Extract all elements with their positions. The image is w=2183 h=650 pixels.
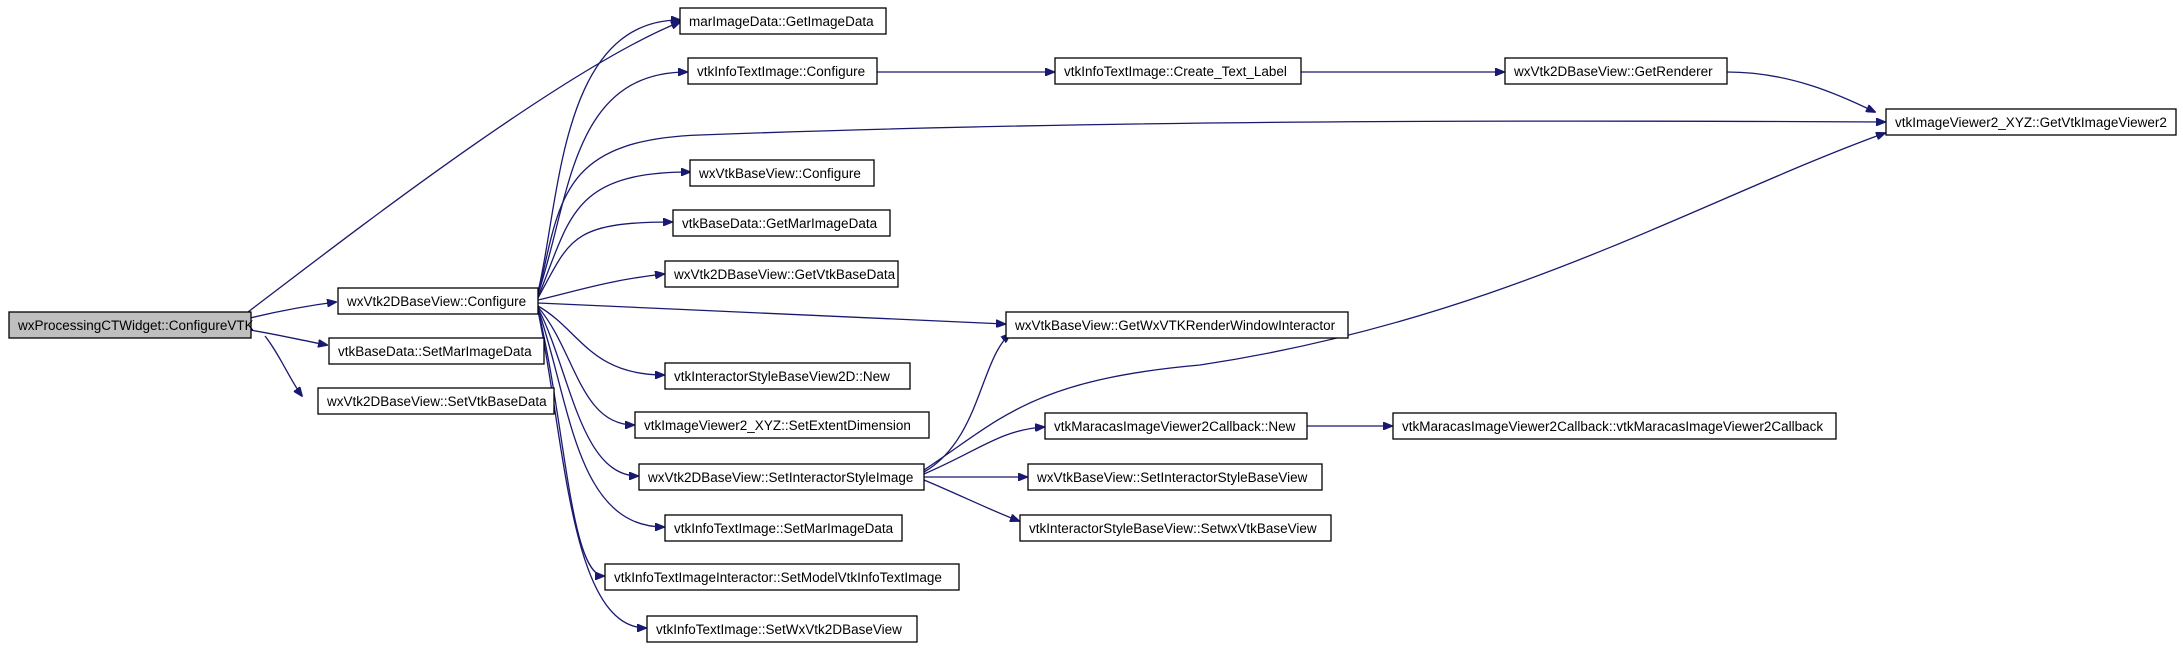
edge-configure2d-to-getvtkbasedata <box>537 274 664 301</box>
node-setwxvtk2dbaseview-label: vtkInfoTextImage::SetWxVtk2DBaseView <box>656 622 902 637</box>
edge-configure2d-to-getimagedata <box>537 20 680 293</box>
node-setinteractorstyleimage-label: wxVtk2DBaseView::SetInteractorStyleImage <box>647 470 913 485</box>
edge-configure2d-to-setwxvtk2dbaseview <box>537 310 646 628</box>
node-infotext-configure-label: vtkInfoTextImage::Configure <box>697 64 865 79</box>
edge-setinteractorstyleimage-to-getrenderwindowinteractor <box>923 334 1010 473</box>
edge-configure2d-to-wxvtkbase-configure <box>537 172 690 298</box>
node-setextentdimension[interactable]: vtkImageViewer2_XYZ::SetExtentDimension <box>634 411 930 439</box>
node-getrenderwindowinteractor[interactable]: wxVtkBaseView::GetWxVTKRenderWindowInter… <box>1005 311 1349 339</box>
edge-configure2d-to-infotext-configure <box>537 72 687 295</box>
edge-configure2d-to-setmodelvtkinfotextimage <box>537 309 604 576</box>
edge-root-to-setmarimagedata-bd <box>249 329 327 345</box>
node-interactorstyle-new-label: vtkInteractorStyleBaseView2D::New <box>674 369 890 384</box>
node-getimagedata-label: marImageData::GetImageData <box>689 14 874 29</box>
node-setmodelvtkinfotextimage[interactable]: vtkInfoTextImageInteractor::SetModelVtkI… <box>604 563 960 591</box>
edge-configure2d-to-getvtkimageviewer2 <box>537 121 1885 297</box>
edge-root-to-setvtkbasedata <box>264 335 302 396</box>
edges <box>247 20 1885 628</box>
edge-configure2d-to-setinteractorstyleimage <box>537 307 638 476</box>
node-maracas-ctor[interactable]: vtkMaracasImageViewer2Callback::vtkMarac… <box>1392 412 1837 440</box>
node-setinteractorstylebaseview-label: wxVtkBaseView::SetInteractorStyleBaseVie… <box>1036 470 1308 485</box>
node-setwxvtkbaseview[interactable]: vtkInteractorStyleBaseView::SetwxVtkBase… <box>1019 514 1332 542</box>
node-setvtkbasedata[interactable]: wxVtk2DBaseView::SetVtkBaseData <box>317 387 555 415</box>
node-infotext-configure[interactable]: vtkInfoTextImage::Configure <box>687 57 878 85</box>
node-getvtkimageviewer2[interactable]: vtkImageViewer2_XYZ::GetVtkImageViewer2 <box>1885 108 2177 136</box>
node-getvtkimageviewer2-label: vtkImageViewer2_XYZ::GetVtkImageViewer2 <box>1895 115 2167 130</box>
node-root[interactable]: wxProcessingCTWidget::ConfigureVTK <box>8 311 254 339</box>
node-wxvtkbase-configure-label: wxVtkBaseView::Configure <box>698 166 861 181</box>
node-create-text-label-label: vtkInfoTextImage::Create_Text_Label <box>1064 64 1287 79</box>
node-root-label: wxProcessingCTWidget::ConfigureVTK <box>17 318 254 333</box>
node-maracas-new[interactable]: vtkMaracasImageViewer2Callback::New <box>1044 412 1308 440</box>
node-setmarimagedata-bd[interactable]: vtkBaseData::SetMarImageData <box>328 337 545 365</box>
node-setinteractorstylebaseview[interactable]: wxVtkBaseView::SetInteractorStyleBaseVie… <box>1027 463 1323 491</box>
node-configure2d-label: wxVtk2DBaseView::Configure <box>346 294 526 309</box>
node-getrenderer-label: wxVtk2DBaseView::GetRenderer <box>1513 64 1713 79</box>
node-maracas-ctor-label: vtkMaracasImageViewer2Callback::vtkMarac… <box>1402 419 1823 434</box>
node-setmarimagedata-bd-label: vtkBaseData::SetMarImageData <box>338 344 532 359</box>
edge-setinteractorstyleimage-to-setwxvtkbaseview <box>923 479 1019 521</box>
node-create-text-label[interactable]: vtkInfoTextImage::Create_Text_Label <box>1054 57 1302 85</box>
node-setwxvtkbaseview-label: vtkInteractorStyleBaseView::SetwxVtkBase… <box>1029 521 1317 536</box>
edge-configure2d-to-interactorstyle-new <box>537 305 664 375</box>
node-getmarimagedata[interactable]: vtkBaseData::GetMarImageData <box>672 209 891 237</box>
node-interactorstyle-new[interactable]: vtkInteractorStyleBaseView2D::New <box>664 362 911 390</box>
node-setmodelvtkinfotextimage-label: vtkInfoTextImageInteractor::SetModelVtkI… <box>614 570 942 585</box>
edge-configure2d-to-infotext-setmarimagedata <box>537 308 664 527</box>
node-setwxvtk2dbaseview[interactable]: vtkInfoTextImage::SetWxVtk2DBaseView <box>646 615 918 643</box>
edge-configure2d-to-setextentdimension <box>537 306 634 425</box>
edge-root-to-configure2d <box>249 302 336 319</box>
nodes: wxProcessingCTWidget::ConfigureVTK wxVtk… <box>8 7 2177 643</box>
node-setextentdimension-label: vtkImageViewer2_XYZ::SetExtentDimension <box>644 418 911 433</box>
node-getimagedata[interactable]: marImageData::GetImageData <box>679 7 887 35</box>
edge-getrenderer-to-getvtkimageviewer2 <box>1726 71 1875 112</box>
node-infotext-setmarimagedata-label: vtkInfoTextImage::SetMarImageData <box>674 521 894 536</box>
node-getmarimagedata-label: vtkBaseData::GetMarImageData <box>682 216 878 231</box>
edge-root-to-getimagedata <box>247 22 680 313</box>
node-infotext-setmarimagedata[interactable]: vtkInfoTextImage::SetMarImageData <box>664 514 903 542</box>
node-setvtkbasedata-label: wxVtk2DBaseView::SetVtkBaseData <box>326 394 547 409</box>
node-setinteractorstyleimage[interactable]: wxVtk2DBaseView::SetInteractorStyleImage <box>638 463 925 491</box>
node-getvtkbasedata[interactable]: wxVtk2DBaseView::GetVtkBaseData <box>664 260 899 288</box>
node-getrenderwindowinteractor-label: wxVtkBaseView::GetWxVTKRenderWindowInter… <box>1014 318 1336 333</box>
node-configure2d[interactable]: wxVtk2DBaseView::Configure <box>337 287 539 315</box>
node-getrenderer[interactable]: wxVtk2DBaseView::GetRenderer <box>1504 57 1728 85</box>
edge-configure2d-to-getrenderwindowinteractor <box>537 302 1005 324</box>
node-wxvtkbase-configure[interactable]: wxVtkBaseView::Configure <box>689 159 875 187</box>
node-maracas-new-label: vtkMaracasImageViewer2Callback::New <box>1054 419 1296 434</box>
node-getvtkbasedata-label: wxVtk2DBaseView::GetVtkBaseData <box>673 267 896 282</box>
edge-configure2d-to-getmarimagedata <box>537 222 672 299</box>
edge-setinteractorstyleimage-to-getvtkimageviewer2 <box>923 133 1885 471</box>
edge-setinteractorstyleimage-to-maracas-new <box>923 427 1044 475</box>
